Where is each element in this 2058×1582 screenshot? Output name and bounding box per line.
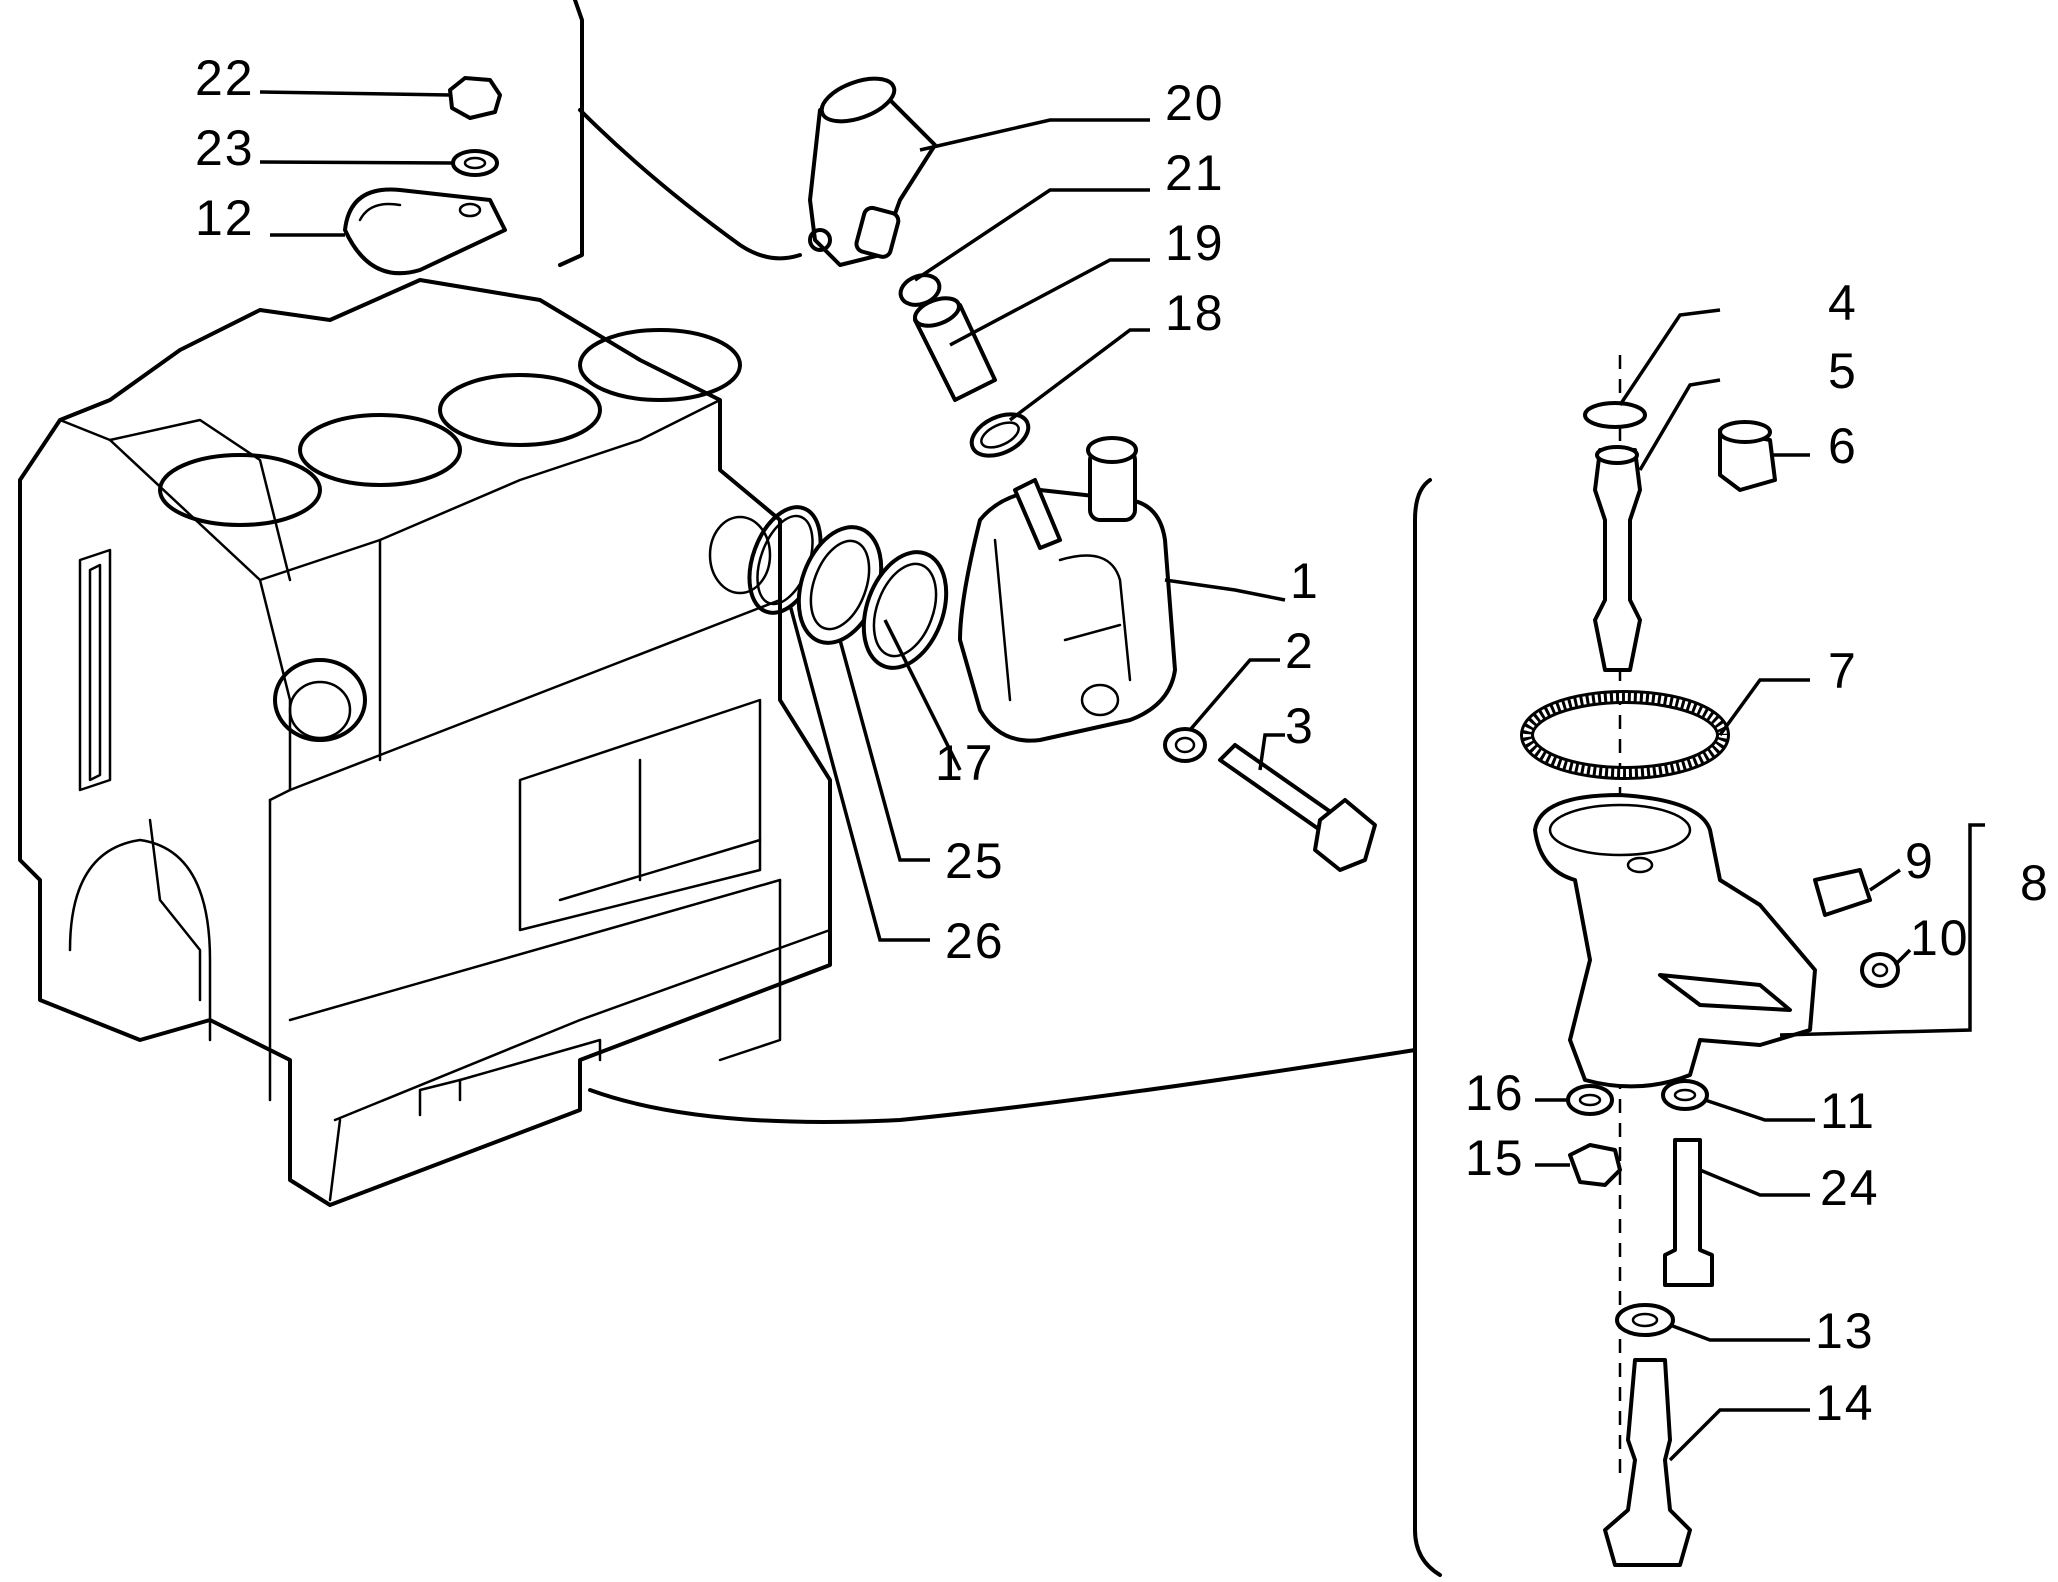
callout-24: 24 <box>1820 1160 1880 1216</box>
callout-25: 25 <box>945 833 1005 889</box>
callout-11: 11 <box>1820 1083 1876 1139</box>
callout-15: 15 <box>1465 1130 1525 1186</box>
callout-5: 5 <box>1828 343 1858 399</box>
callout-22: 22 <box>195 50 255 106</box>
callout-17: 17 <box>935 735 995 791</box>
callout-4: 4 <box>1828 275 1858 331</box>
frame-lines <box>558 0 1442 1577</box>
callout-9: 9 <box>1905 833 1935 889</box>
callout-23: 23 <box>195 120 255 176</box>
filter-assembly <box>1520 355 1900 1567</box>
pump-housing <box>958 436 1177 743</box>
callout-13: 13 <box>1815 1303 1875 1359</box>
callout-labels: 1 2 3 4 5 6 7 8 9 10 11 12 13 14 15 16 1… <box>195 50 2050 1431</box>
callout-19: 19 <box>1165 215 1225 271</box>
callout-18: 18 <box>1165 285 1225 341</box>
callout-14: 14 <box>1815 1375 1875 1431</box>
callout-8: 8 <box>2020 855 2050 911</box>
callout-6: 6 <box>1828 418 1858 474</box>
callout-21: 21 <box>1165 145 1225 201</box>
leader-lines <box>259 90 1985 1462</box>
seal-rings <box>747 505 949 670</box>
callout-12: 12 <box>195 190 255 246</box>
callout-20: 20 <box>1165 75 1225 131</box>
callout-16: 16 <box>1465 1065 1525 1121</box>
callout-26: 26 <box>945 913 1005 969</box>
callout-2: 2 <box>1285 623 1315 679</box>
banjo-fitting <box>808 76 937 267</box>
callout-10: 10 <box>1910 910 1970 966</box>
callout-7: 7 <box>1828 643 1858 699</box>
callout-3: 3 <box>1285 698 1315 754</box>
small-parts-left <box>343 76 1377 872</box>
engine-block <box>18 278 832 1207</box>
callout-1: 1 <box>1290 553 1320 609</box>
